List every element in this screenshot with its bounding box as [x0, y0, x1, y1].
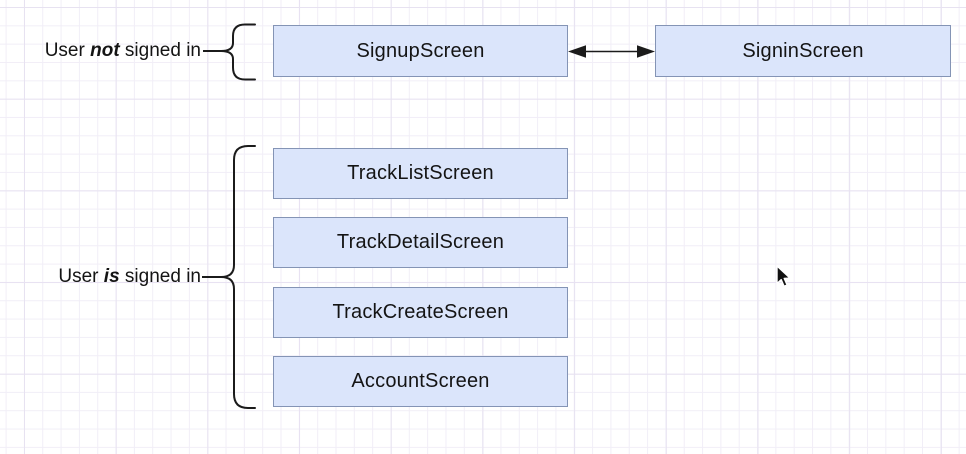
screen-box-signin[interactable]: SigninScreen — [655, 25, 951, 77]
group-label-not-signed-in: User not signed in — [0, 39, 201, 63]
group-label-signed-in: User is signed in — [0, 265, 201, 289]
screen-box-track-create[interactable]: TrackCreateScreen — [273, 287, 568, 338]
label-emphasis: not — [90, 40, 120, 61]
label-prefix: User — [44, 40, 91, 61]
label-suffix: signed in — [119, 40, 201, 61]
label-emphasis: is — [103, 266, 120, 287]
label-suffix: signed in — [119, 266, 201, 287]
label-prefix: User — [58, 266, 104, 287]
screen-box-signup[interactable]: SignupScreen — [273, 25, 568, 77]
screen-box-account[interactable]: AccountScreen — [273, 356, 568, 407]
mouse-pointer-icon — [776, 265, 791, 287]
curly-brace-icon — [202, 145, 256, 409]
screen-box-track-detail[interactable]: TrackDetailScreen — [273, 217, 568, 268]
screen-box-track-list[interactable]: TrackListScreen — [273, 148, 568, 199]
double-headed-arrow-icon — [568, 45, 655, 58]
curly-brace-icon — [203, 23, 256, 81]
